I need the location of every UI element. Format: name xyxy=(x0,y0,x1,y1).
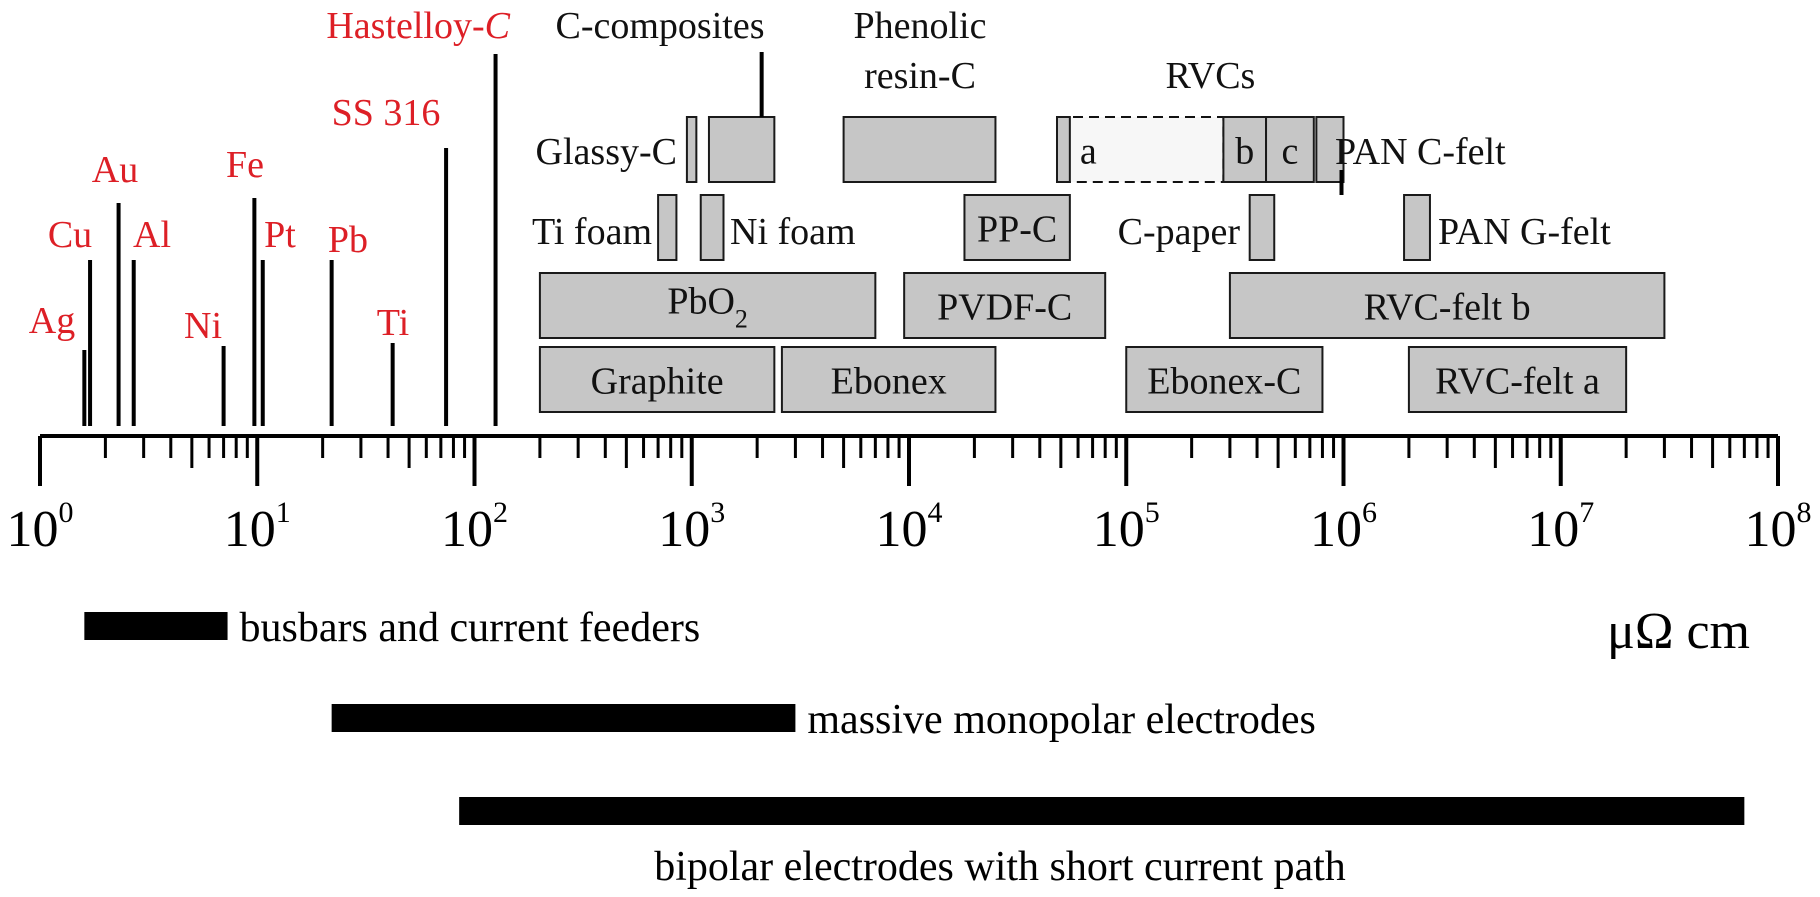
material-label-ni-foam: Ni foam xyxy=(730,211,856,253)
application-range-label-1: busbars and current feeders xyxy=(240,605,701,651)
material-label-pbo: PbO2 xyxy=(667,281,748,334)
application-ranges-layer: busbars and current feeders massive monop… xyxy=(84,605,1745,890)
material-box-c-composites xyxy=(707,116,776,183)
material-box-rvc-felt-b xyxy=(1228,272,1666,339)
metal-label-cu: Cu xyxy=(48,214,92,256)
material-label-glassy-c: Glassy-C xyxy=(536,131,677,173)
material-label-ebonex: Ebonex xyxy=(831,361,947,403)
material-box-pvdf-c xyxy=(903,272,1107,339)
material-box-pan-c-felt xyxy=(1315,116,1345,183)
material-box-ni-foam xyxy=(699,194,725,261)
material-box-ebonex-c xyxy=(1125,346,1324,413)
material-label-pan-c-felt: PAN C-felt xyxy=(1335,131,1506,173)
metal-label-ni: Ni xyxy=(184,305,222,347)
material-box-c-paper xyxy=(1248,194,1276,261)
application-range-label-3: bipolar electrodes with short current pa… xyxy=(654,844,1346,890)
metal-label-al: Al xyxy=(133,214,171,256)
material-box-pp-c xyxy=(963,194,1071,261)
material-box-pan-g-felt xyxy=(1403,194,1431,261)
rvc-grade-box-a xyxy=(1055,116,1071,183)
material-label-c-composites: C-composites xyxy=(556,5,765,47)
material-label-c-paper: C-paper xyxy=(1118,211,1241,253)
metal-label-pt: Pt xyxy=(264,214,296,256)
metal-label-pb: Pb xyxy=(328,219,368,261)
x-tick-label: 105 xyxy=(1093,496,1160,558)
rvcs-group-label: RVCs xyxy=(1165,55,1255,97)
metal-label-hastelloy: Hastelloy-C xyxy=(326,5,510,47)
material-box-rvc-felt-a xyxy=(1407,346,1628,413)
x-tick-label: 100 xyxy=(7,496,74,558)
application-range-bar-2 xyxy=(331,704,796,732)
metal-label-ti: Ti xyxy=(377,302,409,344)
material-label-pvdf-c: PVDF-C xyxy=(937,287,1072,329)
rvc-grade-box-c xyxy=(1265,116,1315,183)
metal-label-au: Au xyxy=(92,149,138,191)
material-label-pan-g-felt: PAN G-felt xyxy=(1438,211,1611,253)
material-box-pbo xyxy=(538,272,877,339)
material-label-ebonex-c: Ebonex-C xyxy=(1147,361,1301,403)
x-tick-label: 102 xyxy=(441,496,508,558)
application-range-bar-1 xyxy=(84,612,228,640)
metal-label-ag: Ag xyxy=(29,300,75,342)
x-tick-label: 107 xyxy=(1527,496,1594,558)
x-axis: 100 101 102 103 104 105 106 107 108 xyxy=(7,434,1812,558)
material-box-ebonex xyxy=(780,346,997,413)
rvcs-dashed-range xyxy=(1055,116,1225,183)
metal-label-fe: Fe xyxy=(226,144,264,186)
material-box-ti-foam xyxy=(657,194,678,261)
x-tick-label: 103 xyxy=(658,496,725,558)
material-box-graphite xyxy=(538,346,776,413)
application-range-bar-3 xyxy=(459,797,1745,825)
material-label-rvc-felt-a: RVC-felt a xyxy=(1435,361,1600,403)
x-tick-label: 101 xyxy=(224,496,291,558)
x-tick-label: 108 xyxy=(1745,496,1812,558)
rvc-grade-label-c: c xyxy=(1281,131,1298,173)
material-box-glassy-c xyxy=(685,116,698,183)
x-tick-label: 104 xyxy=(876,496,943,558)
x-tick-label: 106 xyxy=(1310,496,1377,558)
rvc-grade-label-a: a xyxy=(1080,131,1097,173)
metal-label-ss-316: SS 316 xyxy=(332,92,441,134)
material-label-ti-foam: Ti foam xyxy=(532,211,652,253)
material-box-phenolic-resin-c xyxy=(842,116,997,183)
material-label-pp-c: PP-C xyxy=(977,209,1057,251)
x-axis-unit-label: μΩ cm xyxy=(1607,603,1750,660)
application-range-label-2: massive monopolar electrodes xyxy=(807,697,1316,743)
material-label-rvc-felt-b: RVC-felt b xyxy=(1364,287,1531,329)
material-label-graphite: Graphite xyxy=(591,361,724,403)
rvc-grade-label-b: b xyxy=(1235,131,1254,173)
